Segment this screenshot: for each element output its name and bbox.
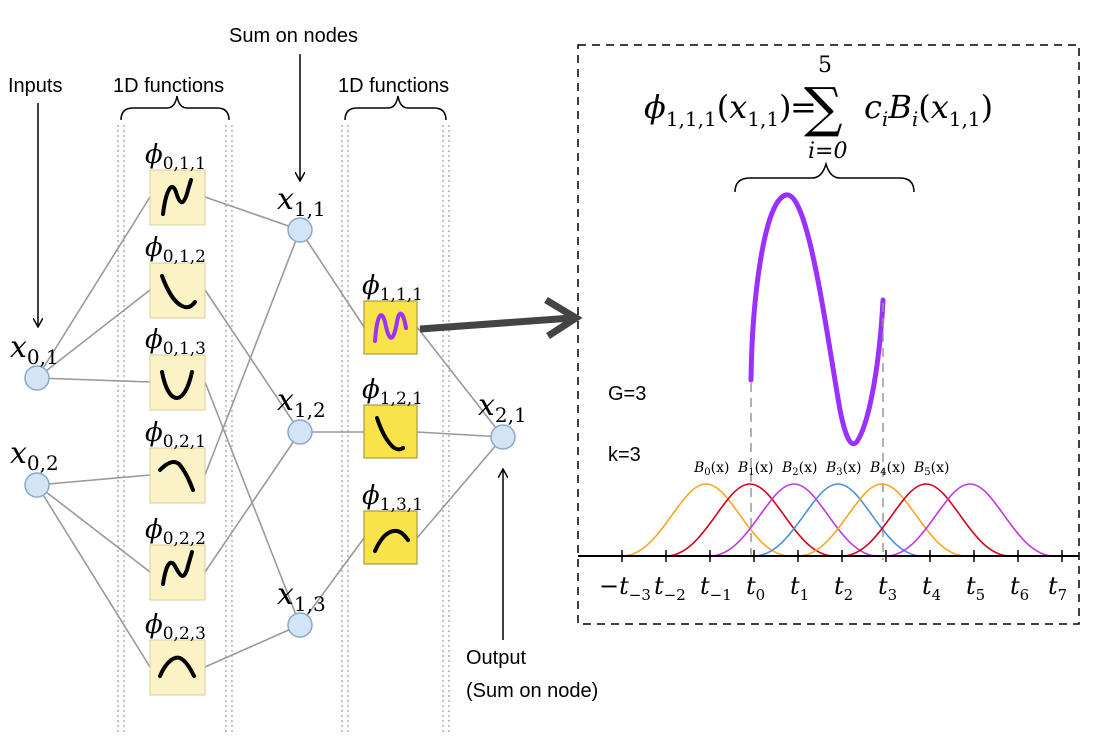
brace-layer1 bbox=[344, 95, 447, 121]
svg-text:∑: ∑ bbox=[804, 76, 843, 139]
functions-left-label: 1D functions bbox=[113, 75, 224, 97]
svg-text:t5: t5 bbox=[966, 572, 985, 604]
svg-text:=: = bbox=[790, 88, 817, 126]
label-phi012: ϕ0,1,2 bbox=[145, 233, 206, 267]
svg-text:t0: t0 bbox=[746, 572, 765, 604]
arch-curve-icon bbox=[373, 528, 410, 553]
basis-b1 bbox=[665, 483, 835, 557]
label-phi111: ϕ1,1,1 bbox=[362, 271, 423, 305]
label-phi023: ϕ0,2,3 bbox=[145, 610, 206, 644]
svg-text:ϕ1,1,1(x1,1): ϕ1,1,1(x1,1) bbox=[644, 88, 792, 131]
activation-curve bbox=[748, 192, 886, 447]
spline-order-label: k=3 bbox=[608, 444, 641, 466]
svg-text:B2(x): B2(x) bbox=[781, 460, 818, 478]
brace-equation bbox=[734, 161, 915, 193]
node-x02 bbox=[24, 472, 50, 498]
svg-text:ciBi(x1,1): ciBi(x1,1) bbox=[864, 88, 993, 131]
basis-b5 bbox=[841, 483, 1011, 557]
network-edges bbox=[36, 196, 504, 668]
functions-mid-label: 1D functions bbox=[338, 75, 449, 97]
node-x12 bbox=[287, 419, 313, 445]
label-phi011: ϕ0,1,1 bbox=[145, 140, 206, 174]
svg-text:−t−3: −t−3 bbox=[599, 572, 651, 604]
label-x01: x0,1 bbox=[10, 330, 59, 369]
hump-curve-icon bbox=[158, 460, 195, 492]
svg-text:t1: t1 bbox=[790, 572, 809, 604]
basis-b0 bbox=[621, 483, 791, 557]
svg-text:5: 5 bbox=[818, 53, 832, 78]
label-x12: x1,2 bbox=[277, 383, 326, 422]
layer1-function-boxes bbox=[363, 300, 418, 565]
basis-labels: B0(x) B1(x) B2(x) B3(x) B4(x) B5(x) bbox=[693, 460, 950, 478]
label-x21: x2,1 bbox=[478, 388, 527, 427]
svg-text:B1(x): B1(x) bbox=[737, 460, 774, 478]
inputs-label: Inputs bbox=[8, 75, 62, 97]
layer0-column-guides bbox=[117, 125, 233, 735]
node-x01 bbox=[24, 365, 50, 391]
basis-b3 bbox=[753, 483, 923, 557]
svg-text:t2: t2 bbox=[834, 572, 853, 604]
arch-curve-icon bbox=[158, 655, 196, 678]
knot-ticks bbox=[621, 550, 1063, 562]
zoom-arrow bbox=[419, 296, 583, 339]
svg-text:t−2: t−2 bbox=[654, 572, 686, 604]
decay-curve-icon bbox=[160, 274, 197, 310]
svg-text:i=0: i=0 bbox=[808, 139, 847, 164]
basis-b4 bbox=[797, 483, 967, 557]
svg-text:B5(x): B5(x) bbox=[913, 460, 950, 478]
label-x13: x1,3 bbox=[277, 577, 326, 616]
sum-on-nodes-label: Sum on nodes bbox=[229, 25, 358, 47]
sine-curve-icon bbox=[161, 550, 194, 586]
output-sum-label: (Sum on node) bbox=[466, 680, 598, 702]
basis-b2 bbox=[709, 483, 879, 557]
zoom-panel bbox=[577, 44, 1080, 625]
parabola-icon bbox=[160, 370, 194, 401]
label-x11: x1,1 bbox=[277, 182, 326, 221]
layer0-function-boxes bbox=[149, 169, 206, 696]
brace-layer0 bbox=[120, 95, 230, 121]
node-x13 bbox=[287, 612, 313, 638]
label-phi131: ϕ1,3,1 bbox=[362, 481, 423, 515]
svg-text:t6: t6 bbox=[1010, 572, 1029, 604]
label-x02: x0,2 bbox=[10, 436, 59, 475]
basis-functions bbox=[621, 483, 1055, 557]
layer1-column-guides bbox=[341, 125, 450, 735]
oscillation-icon bbox=[373, 311, 408, 343]
svg-text:B0(x): B0(x) bbox=[693, 460, 730, 478]
layer0-function-curves bbox=[158, 178, 197, 678]
node-x21 bbox=[490, 424, 516, 450]
svg-text:t4: t4 bbox=[922, 572, 941, 604]
node-x11 bbox=[287, 217, 313, 243]
label-phi021: ϕ0,2,1 bbox=[145, 418, 206, 452]
basis-b6 bbox=[885, 483, 1055, 557]
decay-curve-icon bbox=[375, 416, 405, 452]
grid-size-label: G=3 bbox=[608, 383, 646, 405]
svg-text:t7: t7 bbox=[1048, 572, 1067, 604]
knot-labels: −t−3 t−2 t−1 t0 t1 t2 t3 t4 t5 t6 t7 bbox=[599, 572, 1067, 604]
label-phi022: ϕ0,2,2 bbox=[145, 515, 206, 549]
svg-text:t3: t3 bbox=[878, 572, 897, 604]
spline-equation: ϕ1,1,1(x1,1) = 5 ∑ i=0 ciBi(x1,1) bbox=[644, 53, 993, 164]
label-phi013: ϕ0,1,3 bbox=[145, 325, 206, 359]
output-label: Output bbox=[466, 647, 526, 669]
sine-curve-icon bbox=[161, 178, 193, 216]
svg-text:B4(x): B4(x) bbox=[869, 460, 906, 478]
hidden-nodes bbox=[287, 217, 313, 638]
svg-text:B3(x): B3(x) bbox=[825, 460, 862, 478]
input-nodes bbox=[24, 365, 50, 498]
svg-text:t−1: t−1 bbox=[700, 572, 732, 604]
label-phi121: ϕ1,2,1 bbox=[362, 375, 423, 409]
